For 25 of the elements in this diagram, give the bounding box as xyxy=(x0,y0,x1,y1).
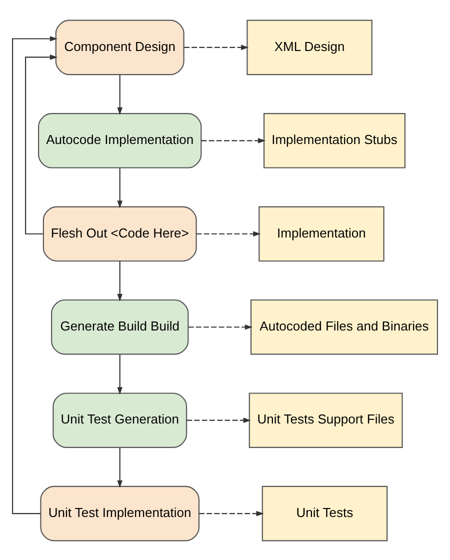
node-box: Autocoded Files and Binaries xyxy=(250,298,438,354)
node-box: Autocode Implementation xyxy=(38,112,202,168)
arrow xyxy=(186,417,251,422)
arrow xyxy=(12,36,58,514)
node-box: Unit Test Generation xyxy=(52,392,188,448)
node-box: Implementation Stubs xyxy=(263,112,406,168)
node-box: Component Design xyxy=(55,19,184,75)
node-box: Generate Build Build xyxy=(51,298,189,354)
arrow xyxy=(201,138,266,143)
arrow xyxy=(117,260,122,301)
arrow xyxy=(188,324,253,330)
arrow xyxy=(117,168,122,208)
arrow xyxy=(199,510,264,516)
arrow xyxy=(196,230,261,236)
node-box: XML Design xyxy=(246,19,372,75)
node-box: Unit Tests xyxy=(262,485,388,541)
arrow xyxy=(117,74,122,115)
node-box: Implementation xyxy=(258,206,384,262)
arrow xyxy=(117,447,122,488)
node-box: Unit Tests Support Files xyxy=(248,392,403,448)
arrow xyxy=(184,44,249,50)
arrow xyxy=(25,54,58,234)
node-box: Unit Test Implementation xyxy=(40,485,200,541)
arrow xyxy=(117,354,122,394)
node-box: Flesh Out <Code Here> xyxy=(42,206,197,262)
